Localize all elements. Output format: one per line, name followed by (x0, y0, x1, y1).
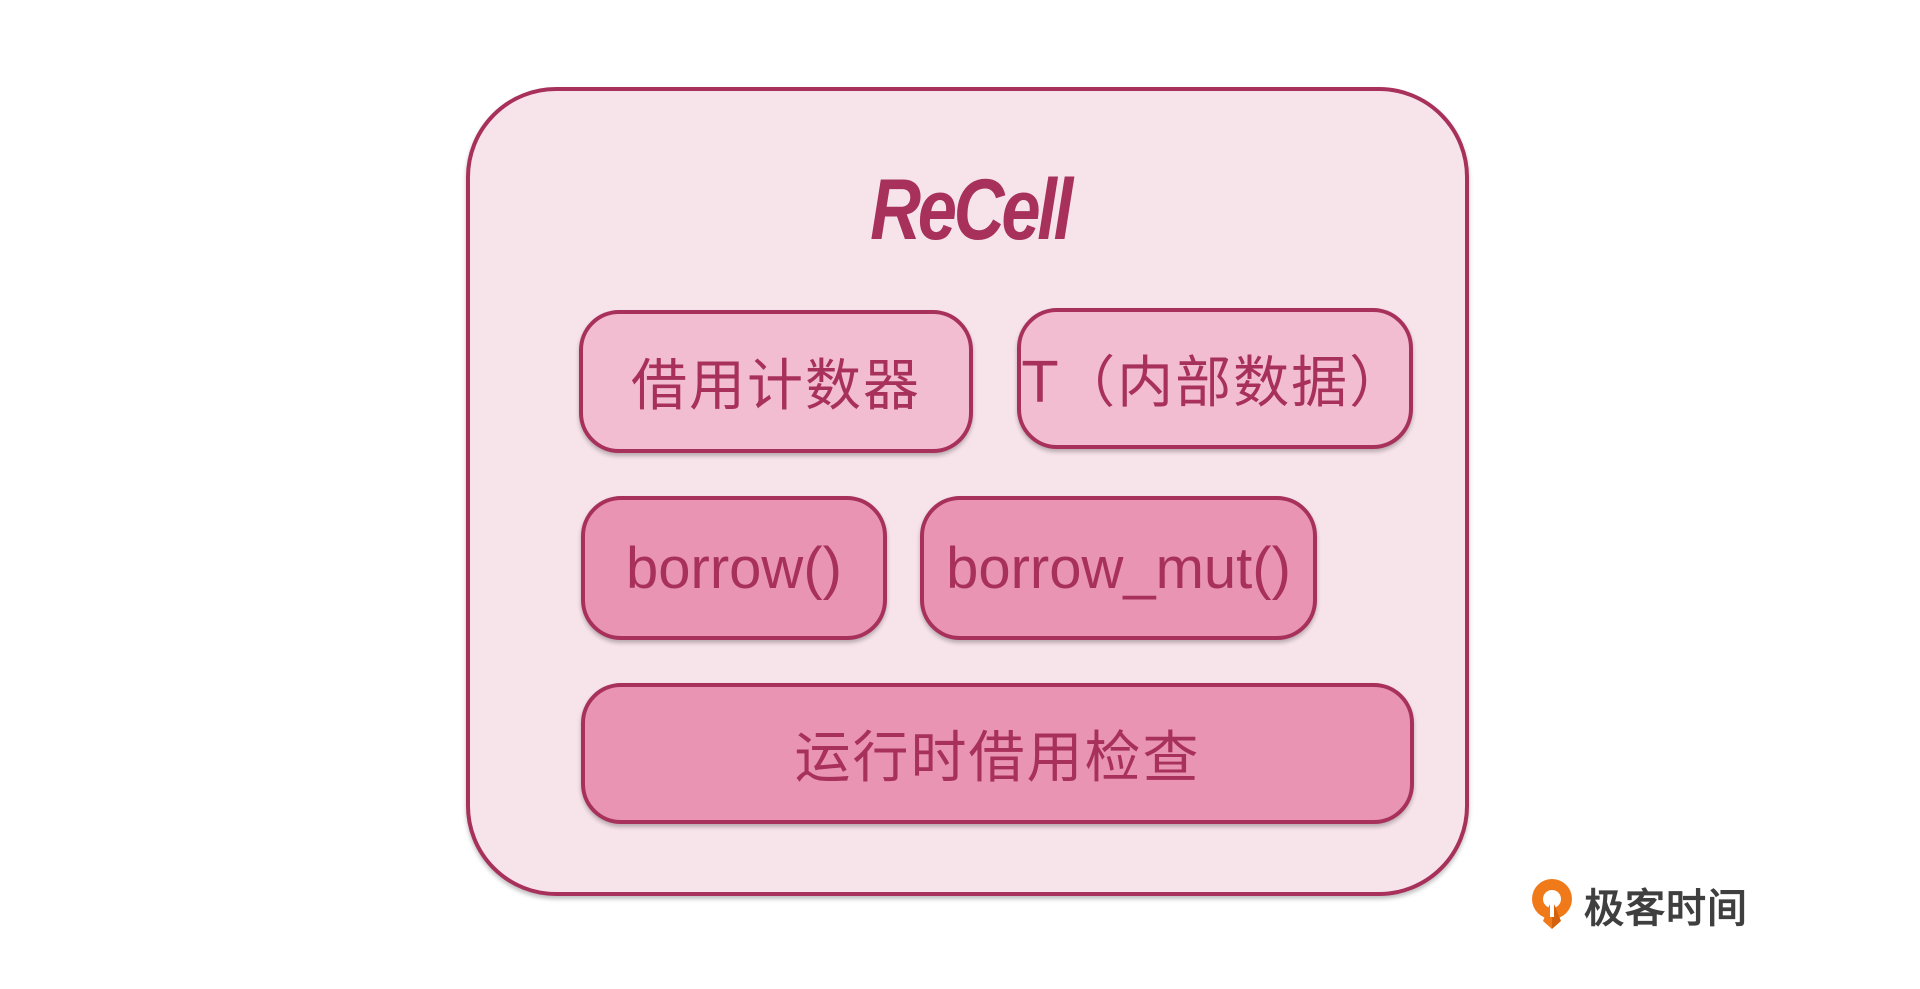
borrow-mut-method-box: borrow_mut() (920, 496, 1317, 640)
inner-data-label: T（内部数据） (1022, 351, 1408, 416)
geektime-logo-icon (1532, 879, 1572, 929)
borrow-counter-box: 借用计数器 (579, 310, 973, 453)
watermark-logo: 极客时间 (1528, 875, 1748, 935)
borrow-method-box: borrow() (581, 496, 887, 640)
diagram-title: ReCell (870, 162, 1073, 258)
borrow-counter-label: 借用计数器 (631, 354, 921, 419)
runtime-borrow-check-label: 运行时借用检查 (794, 726, 1201, 791)
borrow-method-label: borrow() (626, 535, 842, 601)
borrow-mut-method-label: borrow_mut() (946, 535, 1291, 601)
watermark-text: 极客时间 (1584, 886, 1748, 932)
inner-data-box: T（内部数据） (1017, 308, 1413, 449)
runtime-borrow-check-box: 运行时借用检查 (581, 683, 1414, 824)
